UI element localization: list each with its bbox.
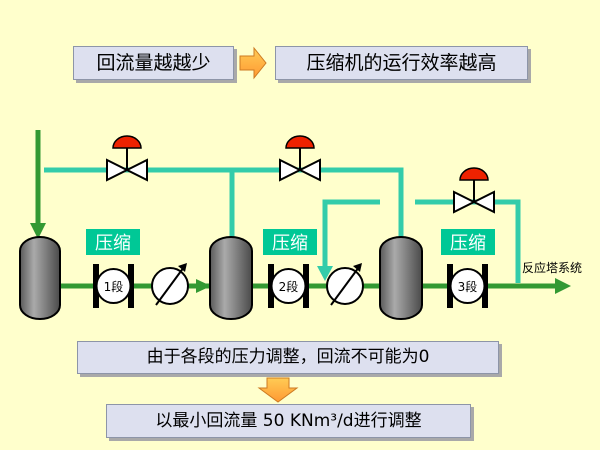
compress-label-text: 压缩 (272, 233, 308, 254)
note-line-1: 由于各段的压力调整，回流不可能为0 (77, 341, 499, 374)
intercooler-icon (151, 263, 189, 306)
inlet-arrowhead (30, 223, 46, 239)
down-arrow-icon (257, 377, 299, 403)
conclusion-box: 压缩机的运行效率越高 (275, 46, 528, 80)
compress-label-1: 压缩 (86, 229, 140, 255)
compress-label-text: 压缩 (450, 233, 486, 254)
recycle-arrowhead (317, 266, 333, 281)
separator-vessel-3 (379, 236, 423, 320)
main-line (35, 130, 555, 289)
control-valve-icon (453, 167, 495, 214)
implies-arrow-icon (239, 46, 267, 80)
stage-label: 3段 (458, 279, 478, 294)
control-valve-icon (106, 135, 148, 182)
compressor-stage-2: 2段 (268, 264, 309, 308)
intercooler-arrowhead-1 (196, 279, 211, 293)
compress-label-2: 压缩 (263, 229, 317, 255)
compress-label-text: 压缩 (95, 233, 131, 254)
stage-label: 2段 (279, 279, 299, 294)
note-line-2: 以最小回流量 50 KNm³/d进行调整 (106, 404, 471, 438)
outlet-arrowhead (555, 278, 571, 294)
compressor-stage-1: 1段 (93, 264, 134, 308)
separator-vessel-2 (209, 236, 253, 320)
compress-label-3: 压缩 (441, 229, 495, 255)
intercooler-icon (326, 263, 364, 306)
stage-label: 1段 (104, 279, 124, 294)
compressor-stage-3: 3段 (447, 264, 488, 308)
premise-box: 回流量越越少 (73, 46, 234, 80)
separator-vessel-1 (19, 236, 61, 320)
control-valve-icon (279, 135, 321, 182)
recycle-lines (44, 167, 521, 283)
outlet-label: 反应塔系统 (522, 260, 582, 275)
